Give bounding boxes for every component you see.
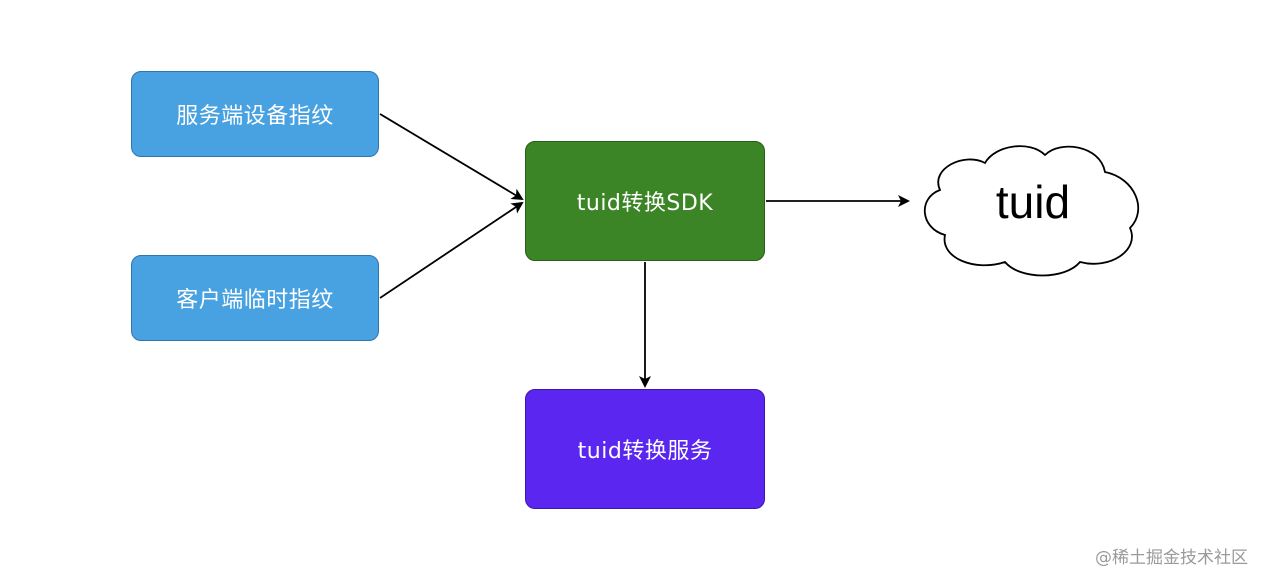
node-client-fingerprint-label: 客户端临时指纹 <box>176 288 334 313</box>
node-server-fingerprint: 服务端设备指纹 <box>131 71 379 157</box>
node-client-fingerprint: 客户端临时指纹 <box>131 255 379 341</box>
node-tuid-sdk-label: tuid转换SDK <box>576 191 714 216</box>
watermark: @稀土掘金技术社区 <box>1095 548 1248 568</box>
tuid-cloud-label: tuid <box>995 176 1071 228</box>
node-tuid-service: tuid转换服务 <box>525 389 765 509</box>
node-tuid-service-label: tuid转换服务 <box>577 439 713 464</box>
tuid-cloud-shape <box>923 145 1140 277</box>
edge-client-to-sdk <box>379 201 524 299</box>
node-tuid-sdk: tuid转换SDK <box>525 141 765 261</box>
edge-server-to-sdk <box>379 113 524 201</box>
node-server-fingerprint-label: 服务端设备指纹 <box>176 104 334 129</box>
